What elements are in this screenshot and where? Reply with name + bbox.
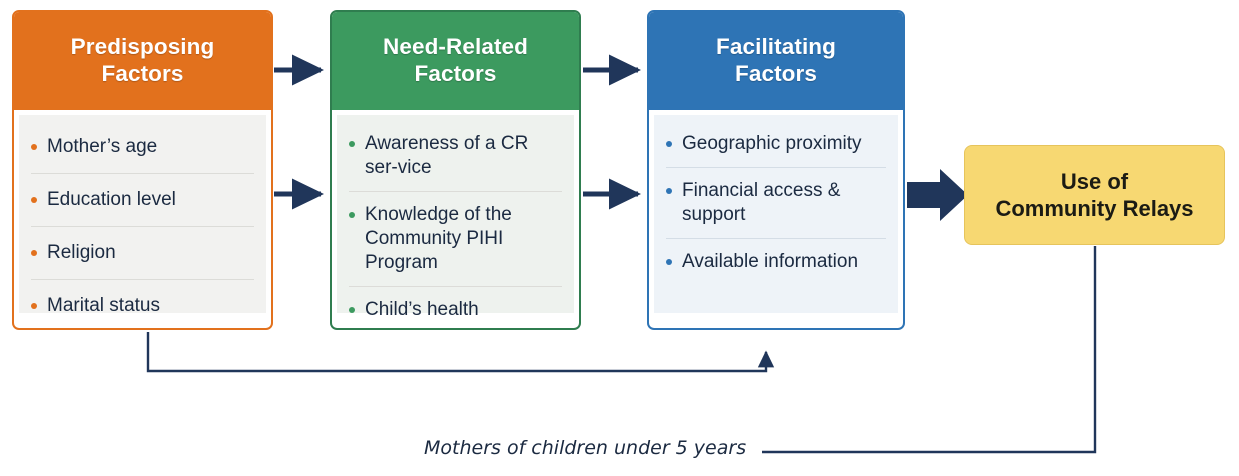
need-related-list: Awareness of a CR ser-vice Knowledge of … [347, 129, 564, 325]
list-item[interactable]: Mother’s age [29, 129, 256, 165]
list-divider [31, 172, 254, 174]
box-facilitating-header-line2: Factors [735, 61, 817, 86]
box-need-related-header-line1: Need-Related [383, 33, 528, 59]
caption-mothers-of-children: Mothers of children under 5 years [424, 437, 747, 459]
arrow-predisposing-to-facilitating-feedback [146, 332, 775, 373]
bullet-dot-icon [666, 187, 672, 194]
predisposing-list: Mother’s age Education level Religion [29, 129, 256, 324]
list-item[interactable]: Religion [29, 235, 256, 271]
box-need-related-factors[interactable]: Need-Related Factors Awareness of a CR s… [330, 10, 581, 330]
list-item[interactable]: Available information [664, 247, 888, 277]
box-need-related-header-line2: Factors [414, 61, 497, 86]
list-item-label: Financial access & support [682, 179, 841, 225]
box-predisposing-body: Mother’s age Education level Religion [14, 110, 271, 318]
arrow-facilitating-to-outcome [907, 169, 968, 221]
list-item-label: Awareness of a CR ser-vice [365, 133, 529, 178]
list-item[interactable]: Awareness of a CR ser-vice [347, 129, 564, 183]
box-predisposing-factors[interactable]: Predisposing Factors Mother’s age Educat… [12, 10, 273, 330]
list-divider [349, 285, 562, 287]
list-item[interactable]: Financial access & support [664, 176, 888, 230]
list-divider [31, 278, 254, 280]
bullet-dot-icon [349, 306, 355, 313]
box-predisposing-header-line1: Predisposing [70, 33, 215, 59]
list-item-label: Marital status [47, 294, 160, 316]
box-facilitating-header-line1: Facilitating [716, 33, 836, 59]
list-item[interactable]: Child’s health [347, 295, 564, 325]
box-use-of-community-relays[interactable]: Use of Community Relays [964, 145, 1225, 245]
box-predisposing-header: Predisposing Factors [14, 12, 271, 110]
box-facilitating-header: Facilitating Factors [649, 12, 903, 110]
box-facilitating-factors[interactable]: Facilitating Factors Geographic proximit… [647, 10, 905, 330]
list-item-label: Geographic proximity [682, 133, 862, 154]
outcome-line2: Community Relays [995, 196, 1194, 221]
list-item-label: Knowledge of the Community PIHI Program [365, 203, 512, 273]
list-item-label: Mother’s age [47, 136, 158, 157]
box-need-related-header: Need-Related Factors [332, 12, 579, 110]
list-divider [666, 166, 886, 168]
list-divider [31, 225, 254, 227]
outcome-line1: Use of [1060, 168, 1129, 194]
bullet-dot-icon [31, 249, 37, 256]
list-item[interactable]: Knowledge of the Community PIHI Program [347, 200, 564, 278]
box-need-related-body: Awareness of a CR ser-vice Knowledge of … [332, 110, 579, 320]
list-item[interactable]: Education level [29, 182, 256, 218]
list-divider [666, 237, 886, 239]
bullet-dot-icon [349, 211, 355, 218]
bullet-dot-icon [666, 141, 672, 147]
box-predisposing-header-line2: Factors [101, 61, 184, 86]
bullet-dot-icon [31, 144, 37, 150]
facilitating-list: Geographic proximity Financial access & … [664, 129, 888, 277]
bullet-dot-icon [349, 141, 355, 147]
bullet-dot-icon [31, 302, 37, 309]
list-item-label: Child’s health [365, 298, 479, 320]
bullet-dot-icon [31, 196, 37, 203]
list-item-label: Available information [682, 250, 859, 272]
list-item[interactable]: Marital status [29, 288, 256, 324]
box-facilitating-body: Geographic proximity Financial access & … [649, 110, 903, 318]
list-item-label: Education level [47, 188, 176, 210]
bullet-dot-icon [666, 258, 672, 265]
list-item-label: Religion [47, 241, 116, 263]
list-divider [349, 190, 562, 192]
list-item[interactable]: Geographic proximity [664, 129, 888, 159]
